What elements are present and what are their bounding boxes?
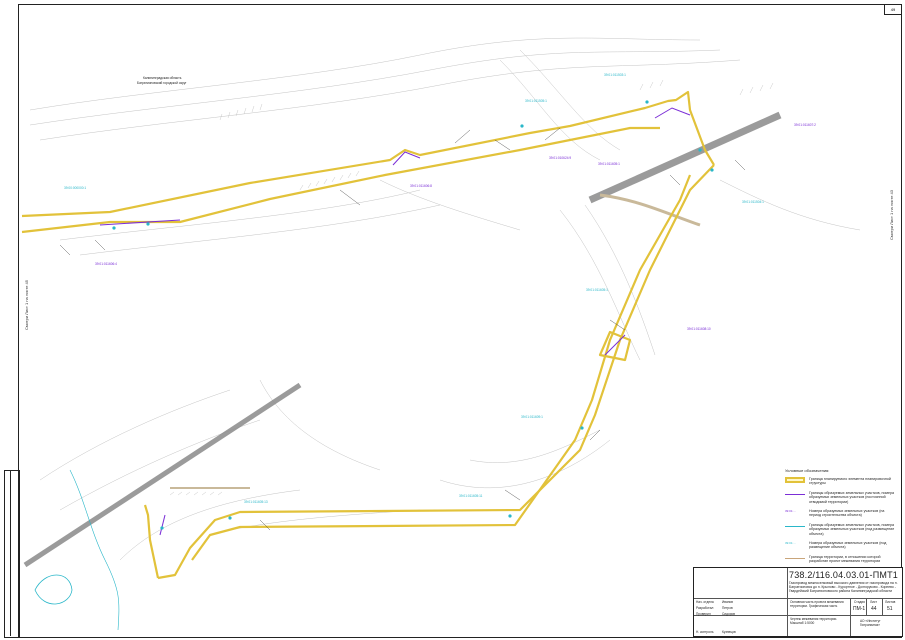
- highway-bottom: [23, 382, 302, 568]
- legend-label: Границы образуемых земельных участков, н…: [809, 490, 894, 504]
- signer-name: Сидоров: [722, 612, 735, 616]
- parcel-label: 39:01:011609:1: [521, 415, 543, 419]
- role-label: Проверил: [696, 612, 711, 616]
- parcel-label: 39:01:011605:1: [586, 288, 608, 292]
- sheet-header: Лист: [870, 600, 877, 604]
- legend-swatch: 39:01:…: [785, 541, 797, 546]
- drawing-subtitle: Чертеж межевания территории. Масштаб 1:5…: [790, 617, 838, 625]
- topo-lines: [29, 37, 861, 561]
- title-block: 738.2/116.04.03.01-ПМТ1 Газопровод межпо…: [693, 567, 903, 637]
- legend-item: Границы образуемых земельных участков, н…: [785, 491, 897, 504]
- stamp-col: [787, 568, 788, 636]
- stage-value: ПМ-1: [853, 606, 866, 612]
- role-label: Нач. отдела: [696, 600, 714, 604]
- stage-header: Стадия: [854, 600, 865, 604]
- legend-label: Граница территории, в отношении которой …: [809, 554, 881, 564]
- legend-swatch: [785, 491, 805, 495]
- stream: [69, 469, 120, 631]
- stamp-col: [866, 598, 867, 615]
- legend-title: Условные обозначения:: [785, 468, 830, 473]
- parcel-label: 39:01:011503:1: [604, 73, 626, 77]
- legend-item: 39:01:… Номера образуемых земельных участ…: [785, 541, 897, 550]
- parcel-label: 39:01:011505:1: [525, 99, 547, 103]
- role-label: Разработал: [696, 606, 714, 610]
- parcel-label: 39:01:011607:2: [794, 123, 816, 127]
- stamp-col: [850, 598, 851, 636]
- leader-lines: [59, 127, 746, 531]
- pond: [34, 574, 73, 605]
- legend-swatch: 39:01:…: [785, 509, 797, 514]
- role-label: Н. контроль: [696, 630, 714, 634]
- stamp-col: [882, 598, 883, 615]
- stamp-divider: [694, 615, 902, 616]
- parcel-label: 39:01:011606:8: [410, 184, 432, 188]
- parcel-label: 39:01:011606:4: [95, 262, 117, 266]
- planning-boundary: [21, 90, 715, 580]
- left-margin-col: [10, 470, 11, 636]
- legend-item: Граница планируемого элемента планировоч…: [785, 477, 897, 486]
- signer-name: Кузнецов: [722, 630, 736, 634]
- legend-item: 39:01:… Номера образуемых земельных участ…: [785, 509, 897, 518]
- legend: Условные обозначения: Граница планируемо…: [785, 468, 897, 569]
- sheets-value: 51: [887, 606, 893, 612]
- legend-items: Граница планируемого элемента планировоч…: [785, 477, 897, 564]
- page-number: 49: [890, 7, 896, 12]
- region-label: Калининградская область: [143, 76, 182, 80]
- legend-item: Граница территории, в отношении которой …: [785, 555, 897, 564]
- highway-top: [588, 111, 782, 204]
- roads: [23, 111, 782, 568]
- company-name: АО «Институт Гипрониигаз»: [860, 619, 881, 627]
- purple-boundaries: [99, 107, 691, 536]
- parcel-label: 39:01:010624:9: [549, 156, 572, 160]
- legend-label: Границы образуемых земельных участков, н…: [809, 522, 895, 536]
- stamp-divider: [694, 598, 902, 599]
- parcel-label: 39:00:000000:1: [64, 186, 87, 190]
- cyan-markers: [112, 100, 714, 530]
- drawing-code: 738.2/116.04.03.01-ПМТ1: [789, 570, 898, 580]
- district-label: Багратионовский городской округ: [137, 81, 187, 85]
- parcel-label: 39:01:011504:1: [742, 200, 764, 204]
- legend-item: Границы образуемых земельных участков, н…: [785, 523, 897, 536]
- parcel-label: 39:01:011605:11: [459, 494, 483, 498]
- hatch-marks: [169, 79, 774, 496]
- drawing-title: Основная часть проекта межевания террито…: [790, 600, 844, 608]
- outer-frame: [18, 4, 902, 638]
- parcel-label: 39:01:011605:13: [244, 500, 268, 504]
- legend-swatch: [785, 523, 805, 527]
- signer-name: Иванов: [722, 600, 733, 604]
- sheet-value: 44: [871, 606, 877, 612]
- sheets-header: Листов: [885, 600, 896, 604]
- legend-swatch: [785, 555, 805, 559]
- project-description: Газопровод межпоселковый высокого давлен…: [789, 581, 898, 593]
- legend-label: Номера образуемых земельных участков (на…: [809, 509, 885, 518]
- legend-label: Граница планируемого элемента планировоч…: [809, 477, 891, 486]
- page-number-box: 49: [884, 4, 902, 15]
- dirt-road: [599, 193, 701, 227]
- legend-swatch: [785, 477, 805, 483]
- parcel-label: 39:01:011605:1: [598, 162, 620, 166]
- left-margin-stamp: [4, 470, 20, 638]
- parcel-label: 39:01:011608:10: [687, 327, 711, 331]
- signer-name: Петров: [722, 606, 733, 610]
- legend-label: Номера образуемых земельных участков (по…: [809, 541, 887, 550]
